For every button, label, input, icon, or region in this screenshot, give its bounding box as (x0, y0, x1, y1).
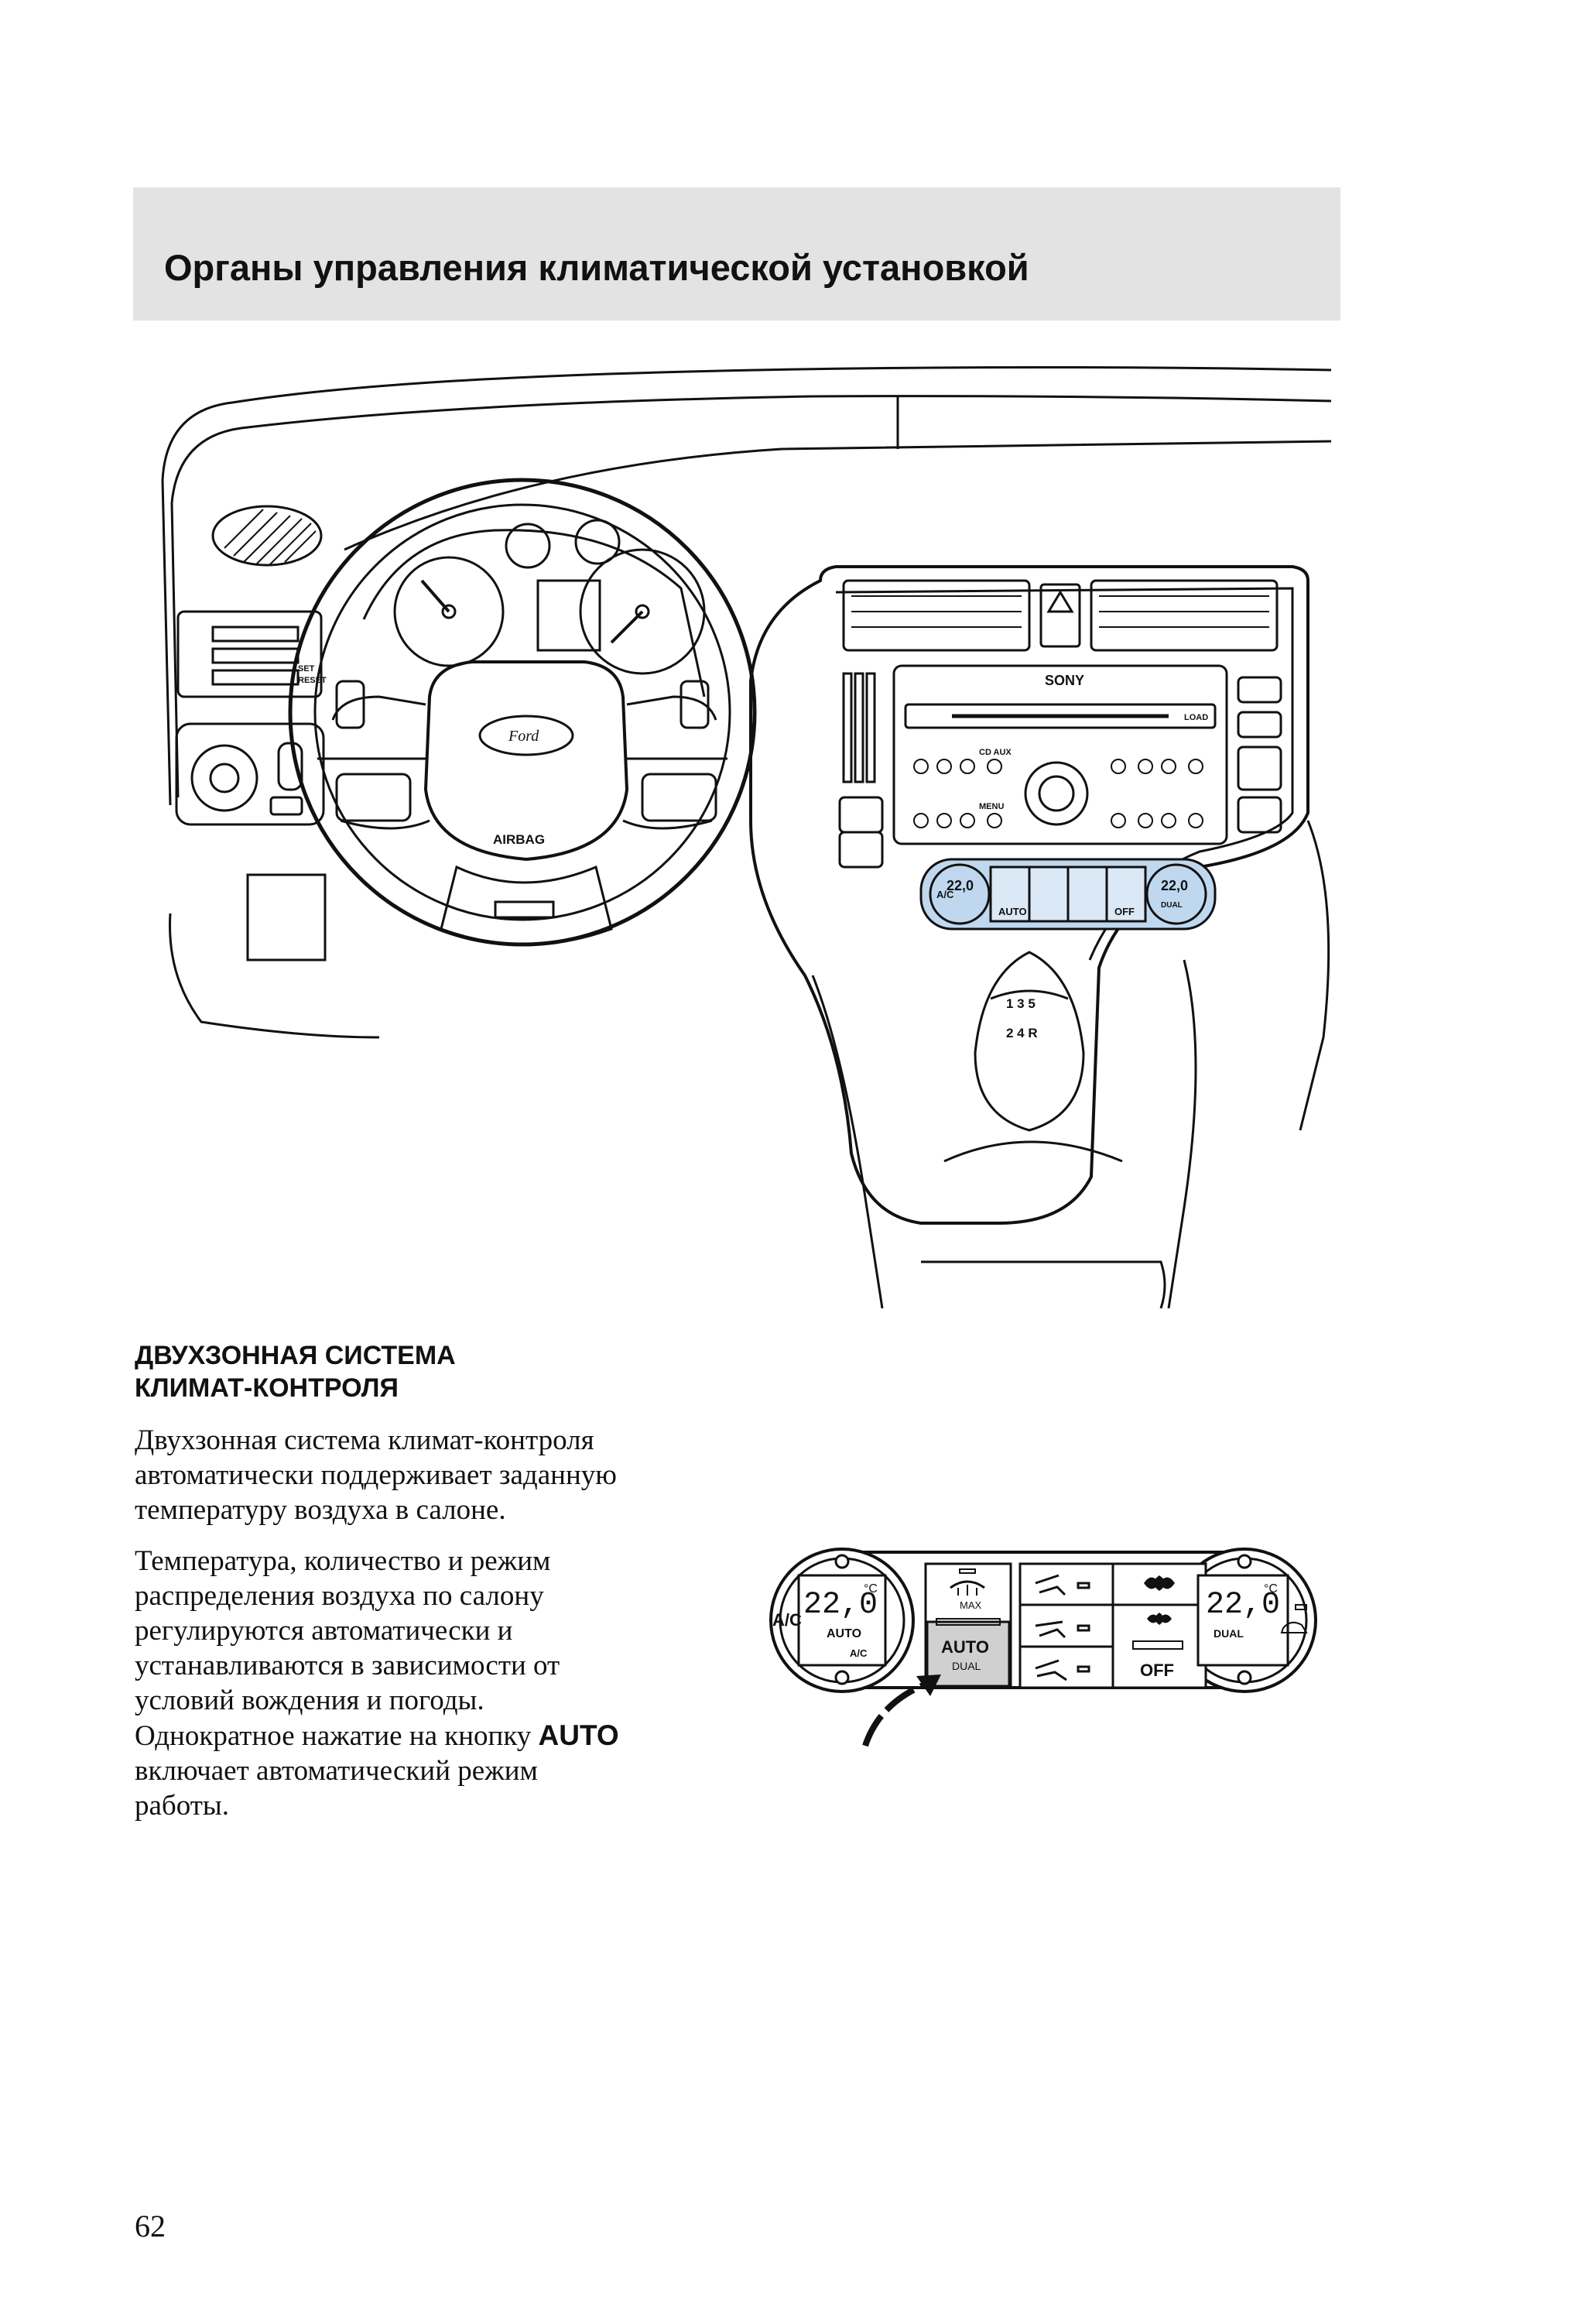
paragraph-2-line: работы. (135, 1790, 230, 1822)
dashboard-illustration: A/C 22,0 22,0 AUTO DUAL OFF SONY LOAD CD… (161, 365, 1332, 1309)
right-unit: °C (1264, 1582, 1278, 1596)
left-unit: °C (864, 1582, 878, 1596)
mini-left-temp: 22,0 (947, 878, 974, 893)
left-temp-display: 22,0 (803, 1588, 878, 1623)
paragraph-2-line: включает автоматический режим (135, 1755, 538, 1787)
arrow-pointer-icon (862, 1674, 941, 1747)
max-label: MAX (960, 1599, 982, 1611)
mini-ac-label: A/C (936, 889, 954, 900)
gear-bottom: 2 4 R (1006, 1026, 1038, 1040)
auto-button[interactable]: AUTO DUAL (941, 1637, 989, 1672)
page-number: 62 (135, 2209, 166, 2243)
panel-screws (834, 1554, 1252, 1685)
radio-menu: MENU (979, 802, 1004, 811)
right-dual-indicator: DUAL (1214, 1627, 1244, 1640)
defrost-max-button[interactable]: MAX (950, 1568, 985, 1611)
paragraph-2-line: Однократное нажатие на кнопку (135, 1720, 539, 1752)
mini-auto-label: AUTO (998, 906, 1027, 917)
gear-top: 1 3 5 (1006, 996, 1036, 1011)
mini-right-temp: 22,0 (1161, 878, 1188, 893)
fan-small-icon (1147, 1613, 1172, 1625)
left-auto-indicator: AUTO (827, 1627, 861, 1640)
airflow-face-button[interactable] (1035, 1620, 1090, 1639)
paragraph-2: Температура, количество и режим распреде… (135, 1544, 723, 1823)
paragraph-2-line: распределения воздуха по салону (135, 1580, 544, 1612)
airflow-feet-icon (1035, 1659, 1067, 1681)
auto-button-label: AUTO (941, 1637, 989, 1657)
mini-off-label: OFF (1114, 906, 1135, 917)
mini-dual-label: DUAL (1161, 901, 1183, 910)
section-heading: ДВУХЗОННАЯ СИСТЕМА КЛИМАТ-КОНТРОЛЯ (135, 1339, 692, 1404)
dual-label: DUAL (952, 1660, 981, 1672)
paragraph-1-line: температуру воздуха в салоне. (135, 1494, 506, 1526)
airflow-face-icon (1035, 1620, 1066, 1639)
airbag-label: AIRBAG (493, 832, 545, 847)
stalk-set-label: SET (298, 664, 315, 674)
section-heading-line2: КЛИМАТ-КОНТРОЛЯ (135, 1373, 399, 1403)
ford-logo-text: Ford (508, 728, 539, 745)
fan-down-button[interactable] (1147, 1613, 1172, 1625)
radio-brand: SONY (1045, 673, 1084, 688)
left-ac-indicator: A/C (850, 1647, 868, 1659)
page-title: Органы управления климатической установк… (164, 247, 1029, 288)
section-heading-line1: ДВУХЗОННАЯ СИСТЕМА (135, 1341, 456, 1370)
paragraph-2-line: устанавливаются в зависимости от (135, 1650, 560, 1681)
airflow-windshield-icon (1035, 1574, 1066, 1596)
paragraph-1: Двухзонная система климат-контроля автом… (135, 1423, 723, 1527)
right-temp-display: 22,0 (1206, 1588, 1280, 1623)
ac-button[interactable]: A/C (772, 1610, 802, 1630)
right-display (1196, 1574, 1289, 1667)
fan-icon (1144, 1575, 1175, 1591)
auto-indicator-light (936, 1618, 1001, 1626)
radio-cd-aux: CD AUX (979, 748, 1012, 757)
recirculation-indicator-light (1295, 1604, 1307, 1610)
left-display (797, 1574, 887, 1667)
paragraph-2-line: регулируются автоматически и (135, 1615, 513, 1647)
off-button[interactable]: OFF (1140, 1661, 1174, 1680)
stalk-reset-label: RESET (298, 676, 327, 685)
paragraph-2-line: условий вождения и погоды. (135, 1685, 484, 1716)
climate-panel-diagram: A/C 22,0 °C AUTO A/C MAX AUTO DUAL (769, 1548, 1317, 1747)
paragraph-1-line: Двухзонная система климат-контроля (135, 1424, 594, 1456)
radio-load-label: LOAD (1184, 713, 1208, 722)
off-indicator-light (1132, 1640, 1183, 1650)
airflow-windshield-button[interactable] (1035, 1574, 1090, 1596)
recirculation-icon[interactable] (1280, 1621, 1308, 1633)
defrost-icon (950, 1580, 985, 1589)
airflow-feet-button[interactable] (1035, 1659, 1090, 1681)
auto-button-reference: AUTO (538, 1719, 619, 1751)
fan-up-button[interactable] (1144, 1575, 1175, 1591)
header-band: Органы управления климатической установк… (133, 187, 1340, 320)
paragraph-2-line: Температура, количество и режим (135, 1545, 551, 1577)
paragraph-1-line: автоматически поддерживает заданную (135, 1459, 617, 1491)
paragraph-2-line-with-button: Однократное нажатие на кнопку AUTO (135, 1718, 723, 1753)
